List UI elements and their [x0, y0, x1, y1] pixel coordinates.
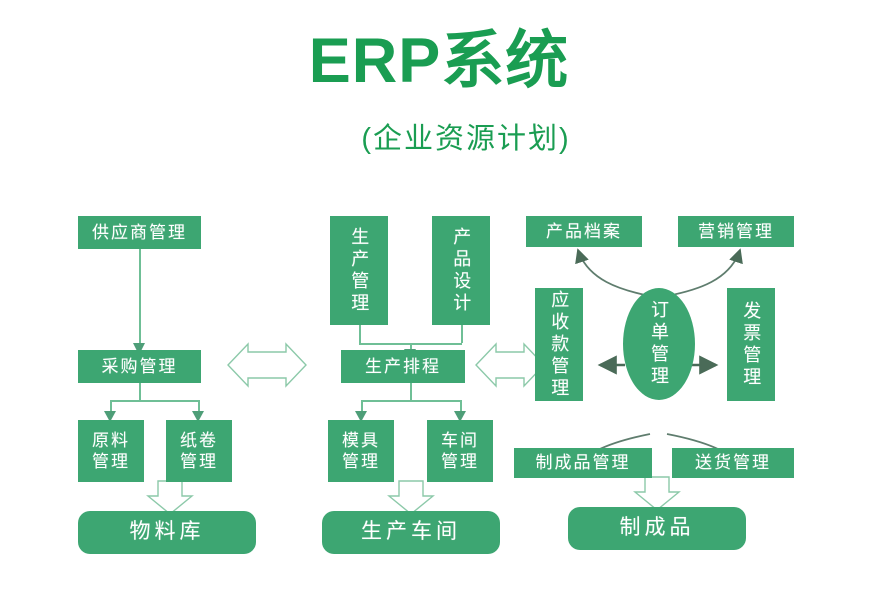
line-purchase-right-drop	[198, 400, 200, 417]
node-raw-material-mgmt[interactable]: 原料 管理	[78, 420, 144, 482]
line-purchase-left-drop	[110, 400, 112, 417]
node-workshop-mgmt[interactable]: 车间 管理	[427, 420, 493, 482]
line-purchase-stem	[139, 383, 141, 400]
block-arrow-to-production-shop	[387, 480, 435, 515]
node-production-shop[interactable]: 生产车间	[322, 511, 500, 554]
block-arrow-to-finished-goods	[633, 476, 681, 511]
node-purchase-mgmt[interactable]: 采购管理	[78, 350, 201, 383]
node-finished-goods-mgmt[interactable]: 制成品管理	[514, 448, 652, 478]
line-production-drop	[359, 325, 361, 343]
line-schedule-down-stem	[410, 383, 412, 400]
block-arrow-to-material-store	[146, 480, 194, 515]
node-receivable-mgmt[interactable]: 应收款管理	[535, 288, 583, 401]
node-delivery-mgmt[interactable]: 送货管理	[672, 448, 794, 478]
node-invoice-mgmt[interactable]: 发票管理	[727, 288, 775, 401]
line-purchase-branch	[110, 400, 199, 402]
node-mold-mgmt[interactable]: 模具 管理	[328, 420, 394, 482]
line-schedule-branch	[361, 400, 460, 402]
double-arrow-purchase-schedule	[227, 342, 307, 388]
node-production-schedule[interactable]: 生产排程	[341, 350, 465, 383]
node-marketing-mgmt[interactable]: 营销管理	[678, 216, 794, 247]
node-product-design[interactable]: 产品设计	[432, 216, 490, 325]
node-production-mgmt[interactable]: 生产管理	[330, 216, 388, 325]
page-subtitle: (企业资源计划)	[361, 123, 571, 155]
node-material-store[interactable]: 物料库	[78, 511, 256, 554]
node-product-archive[interactable]: 产品档案	[526, 216, 642, 247]
node-finished-goods[interactable]: 制成品	[568, 507, 746, 550]
line-design-drop	[461, 325, 463, 343]
line-mold-drop	[361, 400, 363, 417]
node-paper-roll-mgmt[interactable]: 纸卷 管理	[166, 420, 232, 482]
double-arrow-schedule-receivable	[475, 342, 545, 388]
node-order-mgmt[interactable]: 订单管理	[623, 288, 695, 400]
line-supplier-purchase	[139, 249, 141, 349]
page-title: ERP系统	[308, 26, 570, 96]
line-workshop-drop	[460, 400, 462, 417]
node-supplier-mgmt[interactable]: 供应商管理	[78, 216, 201, 249]
curve-order-to-product-archive	[575, 248, 651, 297]
